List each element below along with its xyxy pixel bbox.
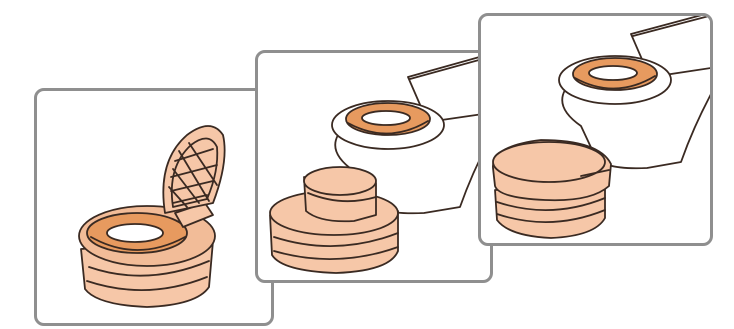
step-panel-2 <box>255 50 493 283</box>
potty-closed-base-icon <box>492 16 710 239</box>
potty-ring-on-toilet-icon <box>269 53 490 274</box>
step-panel-1 <box>34 88 274 326</box>
step-panel-3 <box>478 13 713 246</box>
potty-open-lid-icon <box>78 125 226 308</box>
